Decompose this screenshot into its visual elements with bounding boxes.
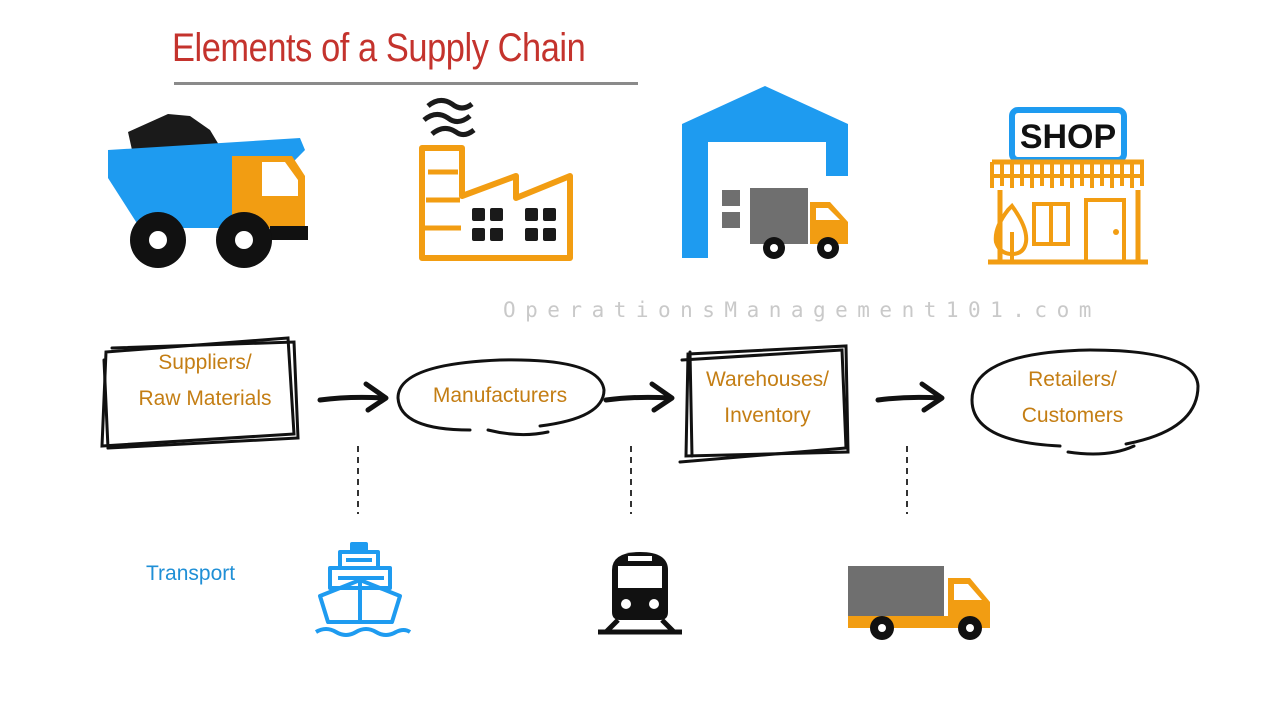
page-title: Elements of a Supply Chain	[172, 26, 586, 70]
flow-arrow-2	[603, 381, 675, 413]
node-label-line: Inventory	[724, 404, 811, 427]
warehouses-node-frame	[678, 344, 850, 464]
node-label-line: Raw Materials	[138, 387, 272, 410]
dump-truck-icon	[108, 114, 308, 268]
retailers-node-frame	[970, 348, 1200, 456]
node-label-line: Warehouses/	[706, 368, 829, 391]
flow-arrow-3	[875, 381, 945, 413]
manufacturers-node-frame	[396, 358, 606, 437]
ship-icon	[314, 542, 412, 637]
shop-sign-text: SHOP	[1020, 118, 1116, 156]
node-label-line: Retailers/	[1028, 368, 1117, 391]
flow-arrow-1	[317, 381, 389, 413]
watermark: OperationsManagement101.com	[503, 298, 1101, 322]
node-label-line: Customers	[1021, 404, 1124, 427]
delivery-truck-icon	[848, 566, 990, 640]
shop-icon: SHOP	[988, 107, 1148, 265]
transport-label: Transport	[146, 562, 236, 585]
warehouse-icon	[682, 86, 848, 259]
node-label-retailers: Retailers/ Customers	[990, 362, 1155, 434]
title-underline	[174, 82, 638, 85]
suppliers-node-frame	[100, 336, 300, 450]
train-icon	[598, 552, 682, 635]
node-label-line: Manufacturers	[432, 384, 568, 407]
node-label-line: Suppliers/	[158, 351, 252, 374]
node-label-manufacturers: Manufacturers	[405, 378, 595, 414]
factory-icon	[419, 98, 573, 261]
node-label-warehouses: Warehouses/ Inventory	[690, 362, 845, 434]
node-label-suppliers: Suppliers/ Raw Materials	[120, 345, 290, 417]
